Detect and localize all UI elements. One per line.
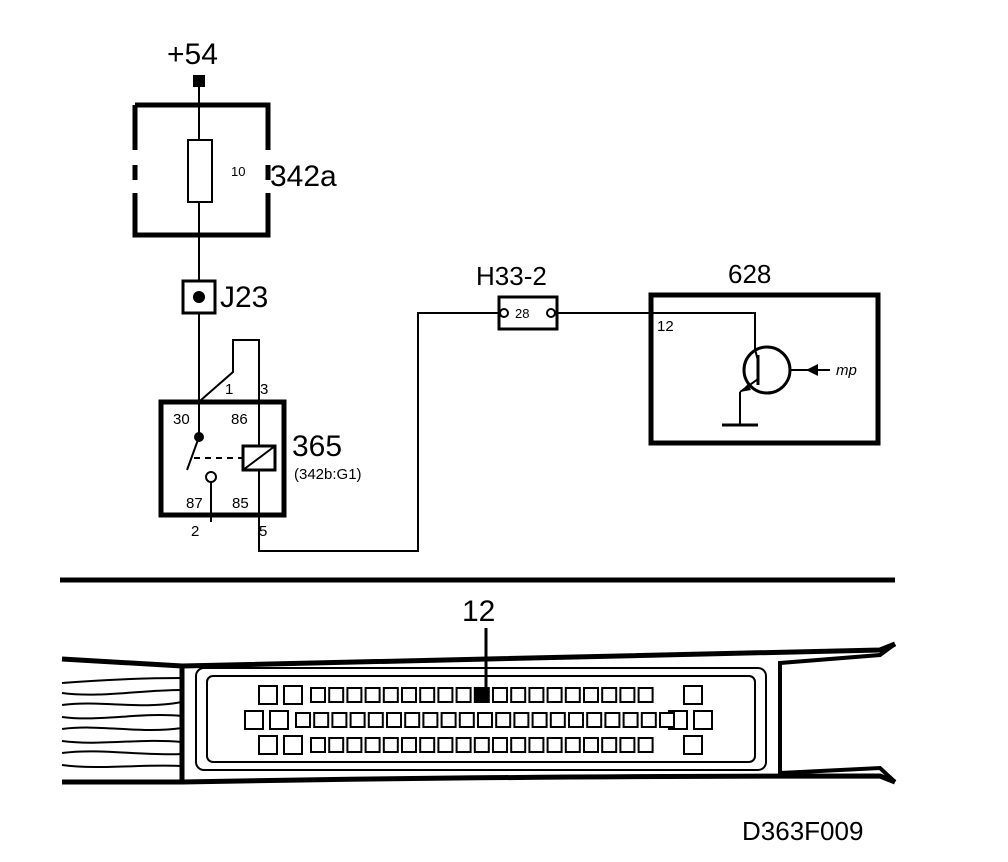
pin-cavity: [622, 712, 639, 728]
pin-cavity: [440, 712, 457, 728]
pin-cavity: [346, 687, 363, 703]
connector-pin: 28: [515, 306, 529, 321]
relay-pin-87: 87: [186, 495, 203, 512]
relay-pin-86: 86: [231, 411, 248, 428]
pin-cavity: [401, 737, 417, 753]
pin-cavity: [564, 737, 581, 753]
pin-cavity: [528, 687, 545, 703]
pin-cavity: [549, 712, 566, 728]
wire-pin-3: 3: [260, 381, 268, 398]
pin-cavity: [382, 737, 399, 753]
fuse-symbol: [187, 139, 213, 203]
pin-cavity: [455, 737, 472, 753]
pin-cavity: [346, 737, 363, 753]
wire-bundle: [61, 677, 183, 769]
pin-cavity: [513, 712, 530, 728]
pin-cavity: [295, 712, 311, 728]
pin-cavity: [455, 687, 472, 703]
pin-cavity: [310, 737, 326, 753]
pin-cavity: [364, 687, 381, 703]
supply-terminal: [193, 75, 205, 87]
module-box: [648, 292, 881, 446]
pin-cavity: [528, 737, 545, 753]
relay-label: 365: [292, 430, 342, 463]
pin-cavity: [382, 687, 399, 703]
supply-label: +54: [167, 38, 218, 71]
pin-cavity: [419, 737, 436, 753]
ecu-connector: [61, 641, 897, 785]
pin-cavity: [313, 712, 330, 728]
pin-cavity: [492, 737, 508, 753]
relay-location: (342b:G1): [294, 466, 362, 483]
pin-cavity: [495, 712, 512, 728]
pin-cavity: [601, 737, 618, 753]
pin-cavity: [510, 687, 527, 703]
pin-cavity: [640, 712, 657, 728]
pin-cavity: [546, 737, 563, 753]
module-pin: 12: [657, 318, 674, 335]
fuse-box-label: 342a: [270, 160, 337, 193]
pin-rows: [295, 687, 675, 753]
pin-cavity: [328, 737, 345, 753]
pin-cavity: [659, 712, 675, 728]
pin-cavity: [473, 737, 490, 753]
pin-cavity: [604, 712, 621, 728]
relay-feed-loop: [200, 339, 260, 402]
pin-cavity: [404, 712, 421, 728]
pin-cavity: [364, 737, 381, 753]
pin-cavity: [419, 687, 436, 703]
pin-cavity: [510, 737, 527, 753]
pin-cavity: [401, 687, 417, 703]
pin-cavity: [568, 712, 584, 728]
pin-cavity: [586, 712, 603, 728]
pin-cavity: [583, 687, 599, 703]
pin-cavity: [331, 712, 348, 728]
pin-cavity: [458, 712, 475, 728]
connector-label: H33-2: [476, 261, 547, 291]
pin-cavity: [531, 712, 548, 728]
pin-cavity: [601, 687, 618, 703]
relay-box: [158, 399, 287, 518]
ecu-callout-label: 12: [462, 595, 495, 628]
pin-cavity: [437, 687, 454, 703]
relay-pin-30: 30: [173, 411, 190, 428]
junction-label: J23: [220, 281, 268, 314]
module-label: 628: [728, 259, 771, 289]
pin-cavity: [492, 687, 508, 703]
signal-label: mp: [836, 362, 857, 379]
fuse-number: 10: [231, 164, 245, 179]
wire-connector-to-module: [555, 312, 756, 349]
wire-pin-2: 2: [191, 523, 199, 540]
relay-coil: [241, 402, 277, 515]
pin-cavity: [583, 737, 599, 753]
pin-cavity: [310, 687, 326, 703]
pin-cavity: [637, 687, 654, 703]
pin-cavity: [637, 737, 654, 753]
pin-cavity: [546, 687, 563, 703]
pin-cavity: [619, 687, 636, 703]
highlighted-pin-cavity: [473, 687, 490, 703]
wire-relay-to-connector: [258, 312, 499, 552]
pin-cavity: [564, 687, 581, 703]
pin-cavity: [437, 737, 454, 753]
pin-cavity: [619, 737, 636, 753]
pin-cavity: [367, 712, 384, 728]
transistor-symbol: [722, 345, 830, 427]
pin-cavity: [386, 712, 402, 728]
junction-dot: [193, 291, 205, 303]
wire-pin-1: 1: [225, 381, 233, 398]
pin-cavity: [349, 712, 366, 728]
figure-code: D363F009: [742, 816, 863, 846]
wire-pin-5: 5: [259, 523, 267, 540]
relay-switch: [186, 402, 242, 515]
fuse-box: [132, 102, 271, 238]
pin-cavity: [328, 687, 345, 703]
pin-cavity: [422, 712, 439, 728]
relay-pin-85: 85: [232, 495, 249, 512]
pin-cavity: [477, 712, 493, 728]
